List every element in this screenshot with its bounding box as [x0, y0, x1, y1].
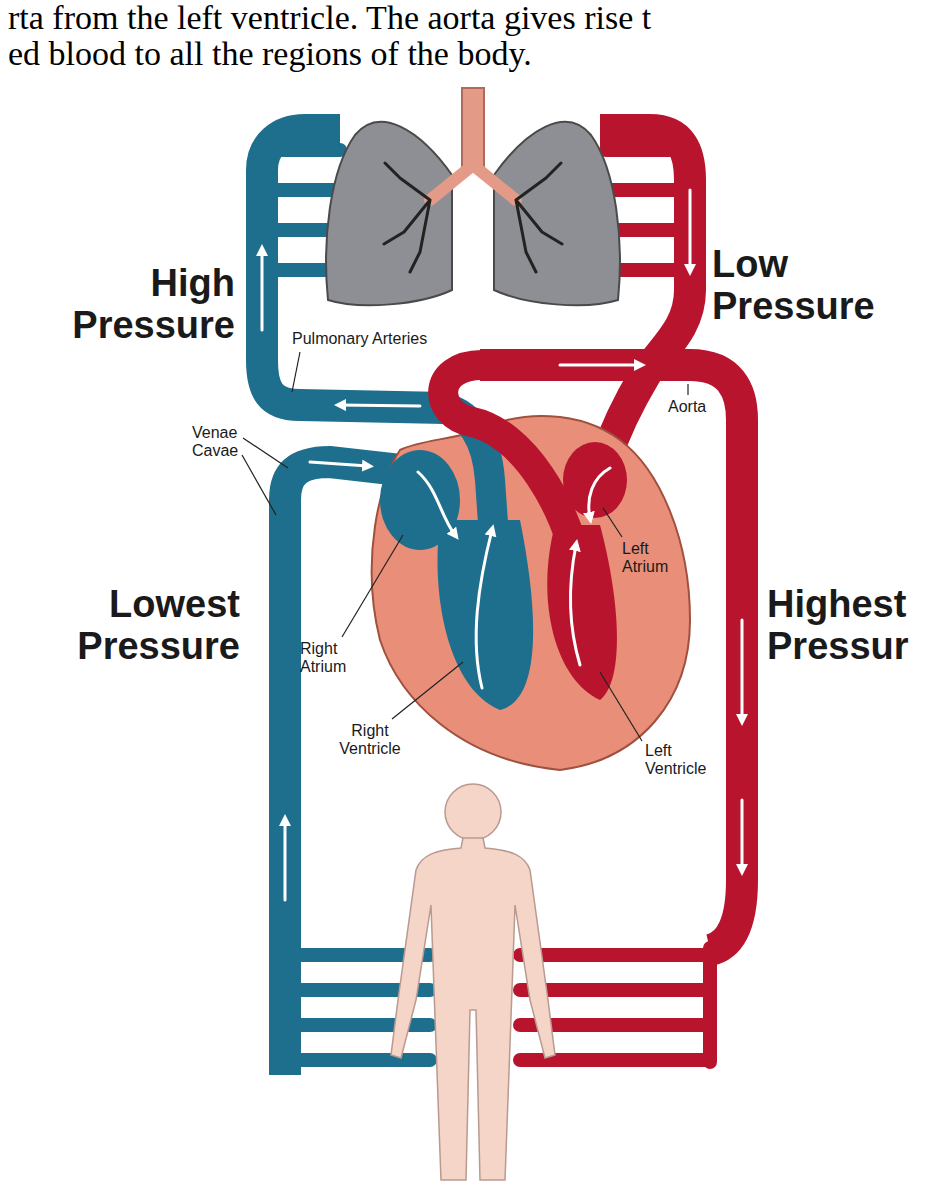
figure-head [445, 784, 501, 840]
bronchioles [384, 163, 562, 272]
leader-line [292, 352, 300, 392]
flow-arrow [340, 405, 420, 406]
part-label: Left Atrium [622, 540, 678, 576]
flow-arrow [689, 190, 692, 270]
part-label: Left Ventricle [645, 742, 717, 778]
flow-arrow [476, 530, 492, 688]
flow-arrow [741, 800, 744, 870]
flow-arrow [284, 820, 287, 900]
flow-arrow [261, 250, 264, 330]
caption-text: ed blood to all the regions of the body. [8, 36, 532, 72]
flow-arrow [560, 364, 640, 367]
part-label: Right Atrium [300, 640, 362, 676]
right-lung [494, 122, 620, 305]
bronchi [430, 165, 516, 200]
flow-arrows [262, 190, 742, 900]
leader-lines [242, 352, 688, 741]
aortic-arch [443, 365, 583, 590]
pressure-label: High Pressure [25, 262, 235, 346]
pressure-label: Highest Pressur [767, 583, 945, 667]
flow-arrow [310, 462, 368, 466]
leader-line [243, 438, 288, 468]
figure-body [391, 838, 555, 1180]
flow-arrow [589, 468, 610, 518]
leader-line [687, 384, 688, 395]
part-label: Right Ventricle [332, 722, 408, 758]
flow-arrow [570, 545, 580, 665]
flow-arrow [741, 620, 744, 720]
leader-line [603, 508, 622, 537]
part-label: Pulmonary Arteries [292, 330, 427, 348]
leader-line [600, 672, 642, 741]
leader-line [392, 662, 463, 719]
flow-arrow [418, 472, 455, 535]
part-label: Venae Cavae [192, 424, 248, 460]
leader-line [342, 535, 403, 637]
leader-line [242, 455, 276, 515]
pressure-label: Lowest Pressure [40, 583, 240, 667]
left-lung [326, 122, 452, 305]
pressure-label: Low Pressure [712, 243, 917, 327]
caption-text: rta from the left ventricle. The aorta g… [8, 0, 651, 36]
part-label: Aorta [668, 398, 706, 416]
